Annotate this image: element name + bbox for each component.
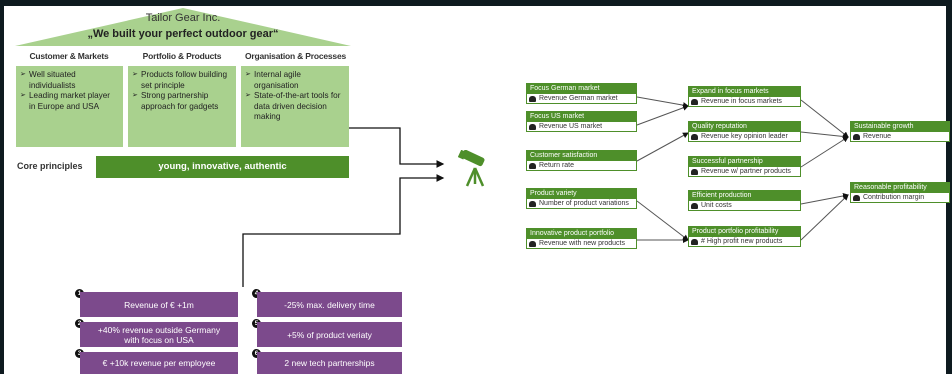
kpi-icon (529, 123, 536, 130)
goal-number: 2 (75, 319, 84, 328)
driver-node-successful-partnership: Successful partnership Revenue w/ partne… (688, 156, 801, 177)
node-title: Expand in focus markets (689, 87, 800, 97)
node-kpi-row: Revenue in focus markets (689, 97, 800, 106)
goal-box: +5% of product veriaty (257, 322, 402, 347)
kpi-icon (691, 238, 698, 245)
pillar-item: State-of-the-art tools for data driven d… (245, 91, 344, 123)
core-principles-label: Core principles (17, 161, 83, 171)
goal-number: 1 (75, 289, 84, 298)
goal-number: 4 (252, 289, 261, 298)
goal-number: 5 (252, 319, 261, 328)
goal-box: -25% max. delivery time (257, 292, 402, 317)
driver-node-expand-focus: Expand in focus markets Revenue in focus… (688, 86, 801, 107)
node-kpi-row: # High profit new products (689, 237, 800, 246)
kpi-icon (529, 200, 536, 207)
node-kpi-row: Revenue key opinion leader (689, 132, 800, 141)
kpi-icon (691, 168, 698, 175)
node-title: Focus German market (527, 84, 636, 94)
pillar-organisation: Internal agile organisation State-of-the… (241, 66, 349, 147)
node-kpi: Revenue German market (539, 95, 618, 102)
node-title: Reasonable profitability (851, 183, 949, 193)
node-title: Efficient production (689, 191, 800, 201)
company-slogan: „We built your perfect outdoor gear“ (87, 28, 279, 40)
driver-node-portfolio-profitability: Product portfolio profitability # High p… (688, 226, 801, 247)
kpi-icon (691, 133, 698, 140)
node-title: Focus US market (527, 112, 636, 122)
node-title: Successful partnership (689, 157, 800, 167)
driver-node-focus-german: Focus German market Revenue German marke… (526, 83, 637, 104)
kpi-icon (853, 133, 860, 140)
goal-box: Revenue of € +1m (80, 292, 238, 317)
node-kpi: Revenue key opinion leader (701, 133, 788, 140)
driver-node-efficient-production: Efficient production Unit costs (688, 190, 801, 211)
node-title: Quality reputation (689, 122, 800, 132)
node-kpi-row: Return rate (527, 161, 636, 170)
driver-node-customer-satisfaction: Customer satisfaction Return rate (526, 150, 637, 171)
node-title: Innovative product portfolio (527, 229, 636, 239)
company-title: Tailor Gear Inc. (145, 12, 221, 24)
node-kpi-row: Revenue US market (527, 122, 636, 131)
kpi-icon (529, 240, 536, 247)
node-kpi: Number of product variations (539, 200, 629, 207)
driver-node-sustainable-growth: Sustainable growth Revenue (850, 121, 950, 142)
column-head-organisation: Organisation & Processes (244, 51, 347, 61)
frame-border-top (0, 0, 952, 6)
pillar-item: Products follow building set principle (132, 70, 231, 91)
kpi-icon (529, 95, 536, 102)
pillar-item: Internal agile organisation (245, 70, 344, 91)
pillar-customer: Well situated individualists Leading mar… (16, 66, 123, 147)
goal-box: € +10k revenue per employee (80, 352, 238, 374)
pillar-item: Strong partnership approach for gadgets (132, 91, 231, 112)
node-kpi-row: Number of product variations (527, 199, 636, 208)
node-kpi-row: Revenue w/ partner products (689, 167, 800, 176)
core-principles-value: young, innovative, authentic (96, 156, 349, 178)
driver-node-product-variety: Product variety Number of product variat… (526, 188, 637, 209)
node-kpi: Contribution margin (863, 194, 925, 201)
node-kpi-row: Revenue German market (527, 94, 636, 103)
telescope-icon (458, 150, 485, 187)
column-head-customer: Customer & Markets (29, 51, 109, 61)
node-kpi: Return rate (539, 162, 575, 169)
node-kpi: # High profit new products (701, 238, 783, 245)
node-kpi-row: Unit costs (689, 201, 800, 210)
kpi-icon (853, 194, 860, 201)
node-kpi-row: Revenue (851, 132, 949, 141)
node-kpi: Revenue in focus markets (701, 98, 782, 105)
node-title: Product portfolio profitability (689, 227, 800, 237)
goal-number: 3 (75, 349, 84, 358)
goal-box: 2 new tech partnerships (257, 352, 402, 374)
driver-node-reasonable-profitability: Reasonable profitability Contribution ma… (850, 182, 950, 203)
kpi-icon (529, 162, 536, 169)
node-kpi: Revenue (863, 133, 892, 140)
driver-node-innovative-portfolio: Innovative product portfolio Revenue wit… (526, 228, 637, 249)
pillar-portfolio: Products follow building set principle S… (128, 66, 236, 147)
node-kpi-row: Revenue with new products (527, 239, 636, 248)
node-title: Sustainable growth (851, 122, 949, 132)
pillar-item: Well situated individualists (20, 70, 118, 91)
node-kpi-row: Contribution margin (851, 193, 949, 202)
frame-border-left (0, 0, 4, 374)
column-head-portfolio: Portfolio & Products (142, 51, 222, 61)
goal-box: +40% revenue outside Germany with focus … (80, 322, 238, 347)
node-kpi: Revenue w/ partner products (701, 168, 791, 175)
kpi-icon (691, 202, 698, 209)
node-kpi: Revenue with new products (539, 240, 625, 247)
node-kpi: Revenue US market (539, 123, 603, 130)
pillar-item: Leading market player in Europe and USA (20, 91, 118, 112)
goal-number: 6 (252, 349, 261, 358)
node-kpi: Unit costs (701, 202, 732, 209)
driver-node-focus-us: Focus US market Revenue US market (526, 111, 637, 132)
house-roof (15, 8, 351, 46)
node-title: Customer satisfaction (527, 151, 636, 161)
node-title: Product variety (527, 189, 636, 199)
driver-node-quality-reputation: Quality reputation Revenue key opinion l… (688, 121, 801, 142)
kpi-icon (691, 98, 698, 105)
